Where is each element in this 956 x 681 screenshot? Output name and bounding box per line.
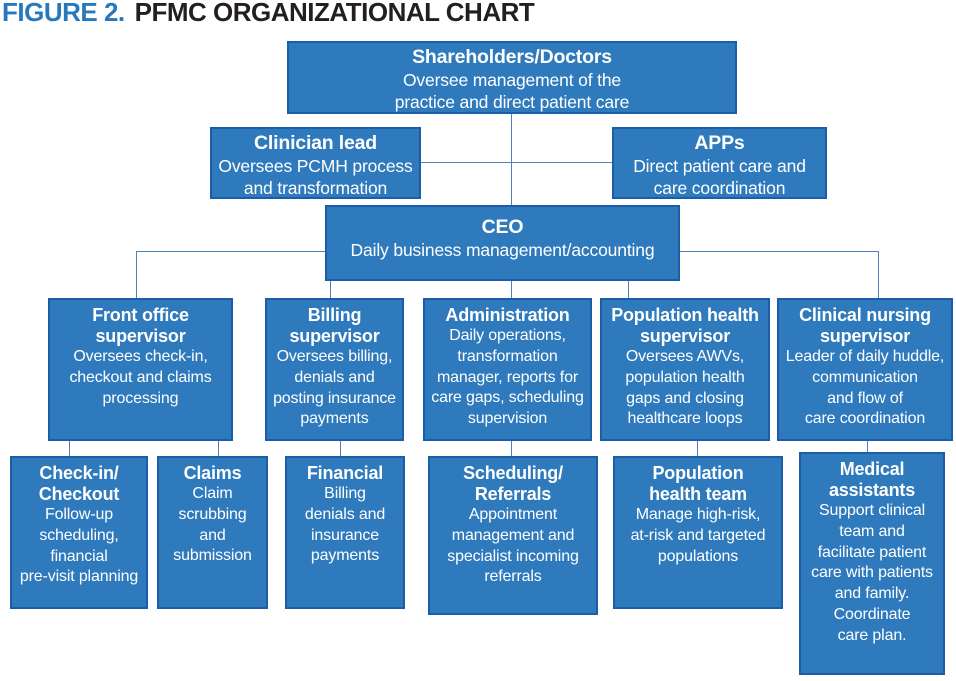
node-heading: APPs: [694, 132, 745, 154]
node-body: Oversees check-in, checkout and claims p…: [69, 348, 212, 407]
connector-ceo-billing: [330, 281, 331, 298]
connector-billing-financial: [340, 441, 341, 456]
connector-shareholders-ceo: [511, 114, 512, 205]
connector-ceo-right-horizontal: [680, 251, 878, 252]
node-heading: Administration: [445, 305, 570, 325]
node-scheduling-referrals: Scheduling/ Referrals Appointment manage…: [428, 456, 598, 615]
node-body: Daily operations, transformation manager…: [431, 327, 584, 428]
node-heading: Shareholders/Doctors: [412, 46, 612, 68]
node-medical-assistants: Medical assistants Support clinical team…: [799, 452, 945, 675]
node-administration: Administration Daily operations, transfo…: [423, 298, 592, 441]
node-checkin-checkout: Check-in/ Checkout Follow-up scheduling,…: [10, 456, 148, 609]
node-clinical-nursing-supervisor: Clinical nursing supervisor Leader of da…: [777, 298, 953, 441]
connector-frontoffice-checkin: [69, 441, 70, 456]
node-body: Follow-up scheduling, financial pre-visi…: [19, 506, 139, 586]
node-heading: Scheduling/ Referrals: [463, 463, 563, 505]
connector-frontoffice-claims: [218, 441, 219, 456]
node-ceo: CEO Daily business management/accounting: [325, 205, 680, 281]
node-front-office-supervisor: Front office supervisor Oversees check-i…: [48, 298, 233, 441]
node-body: Appointment management and specialist in…: [447, 506, 579, 586]
node-billing-supervisor: Billing supervisor Oversees billing, den…: [265, 298, 404, 441]
node-body: Daily business management/accounting: [350, 239, 655, 260]
node-body: Leader of daily huddle, communication an…: [785, 348, 945, 428]
node-body: Oversee management of the practice and d…: [394, 69, 630, 112]
node-heading: Check-in/ Checkout: [38, 463, 120, 505]
connector-administration-scheduling: [511, 441, 512, 456]
node-body: Support clinical team and facilitate pat…: [811, 502, 933, 644]
node-body: Manage high-risk, at-risk and targeted p…: [630, 506, 766, 565]
node-population-health-supervisor: Population health supervisor Oversees AW…: [600, 298, 770, 441]
node-heading: Financial: [306, 463, 384, 483]
node-heading: Clinician lead: [254, 132, 377, 154]
connector-pophealthsup-team: [697, 441, 698, 456]
node-apps: APPs Direct patient care and care coordi…: [612, 127, 827, 199]
node-claims: Claims Claim scrubbing and submission: [157, 456, 268, 609]
node-body: Claim scrubbing and submission: [173, 485, 252, 565]
connector-ceo-administration: [511, 281, 512, 298]
node-clinician-lead: Clinician lead Oversees PCMH process and…: [210, 127, 421, 199]
connector-ceo-clinicalnursing: [878, 251, 879, 298]
node-heading: Clinical nursing supervisor: [799, 305, 931, 347]
connector-clinician-apps: [421, 162, 612, 163]
node-body: Billing denials and insurance payments: [304, 485, 386, 565]
node-body: Oversees PCMH process and transformation: [218, 155, 413, 198]
node-body: Direct patient care and care coordinatio…: [633, 155, 806, 198]
node-population-health-team: Population health team Manage high-risk,…: [613, 456, 783, 609]
connector-ceo-frontoffice: [136, 251, 137, 298]
node-body: Oversees billing, denials and posting in…: [273, 348, 396, 428]
node-heading: Claims: [183, 463, 242, 483]
figure-label: FIGURE 2.: [2, 0, 125, 27]
node-financial: Financial Billing denials and insurance …: [285, 456, 405, 609]
node-heading: Population health team: [649, 463, 747, 505]
node-heading: Front office supervisor: [92, 305, 189, 347]
node-body: Oversees AWVs, population health gaps an…: [625, 348, 745, 428]
node-shareholders-doctors: Shareholders/Doctors Oversee management …: [287, 41, 737, 114]
node-heading: Billing supervisor: [289, 305, 380, 347]
node-heading: Population health supervisor: [611, 305, 759, 347]
connector-nursing-medassistants: [867, 441, 868, 452]
figure-title-text: PFMC ORGANIZATIONAL CHART: [134, 0, 535, 27]
figure-title: FIGURE 2. PFMC ORGANIZATIONAL CHART: [2, 0, 535, 28]
connector-ceo-left-horizontal: [136, 251, 325, 252]
node-heading: CEO: [481, 216, 524, 238]
connector-ceo-pophealth: [628, 281, 629, 298]
node-heading: Medical assistants: [828, 459, 916, 501]
